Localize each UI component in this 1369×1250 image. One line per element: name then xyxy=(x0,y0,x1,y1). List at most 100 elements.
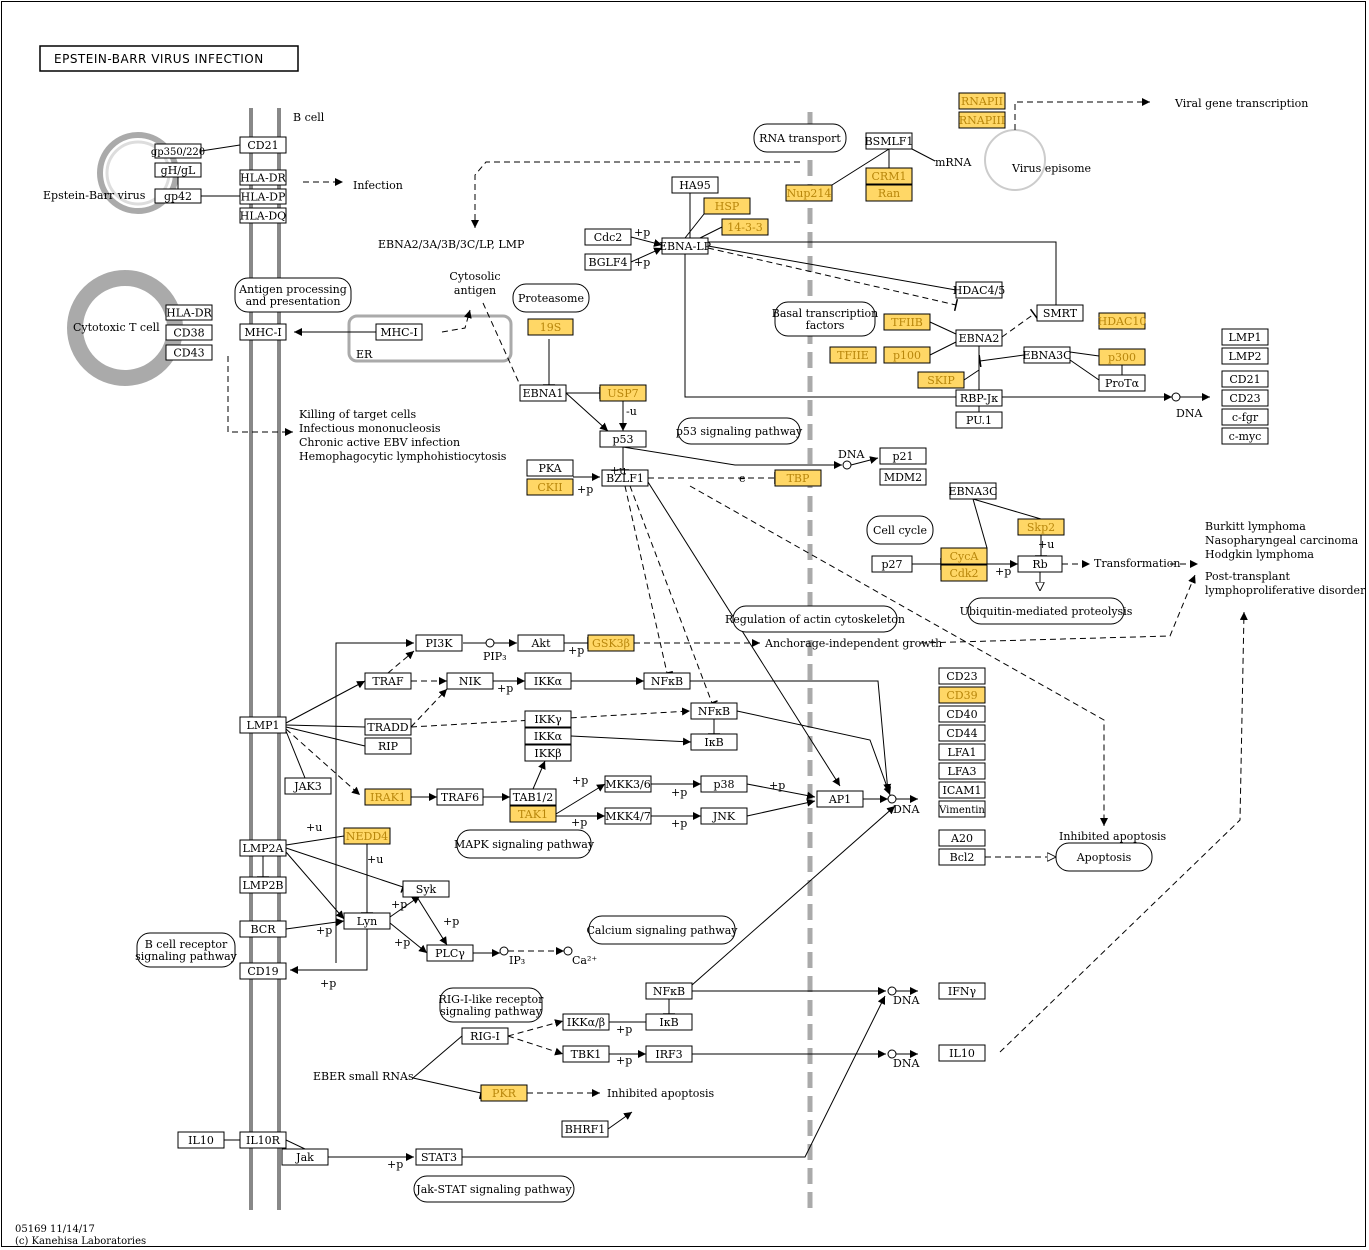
gene-node-bcr[interactable]: BCR xyxy=(239,920,287,938)
gene-node-lfa3[interactable]: LFA3 xyxy=(938,762,986,780)
gene-node-stat3[interactable]: STAT3 xyxy=(415,1148,463,1166)
gene-node-a20[interactable]: A20 xyxy=(938,829,986,847)
gene-node-ckii[interactable]: CKII xyxy=(526,478,574,496)
gene-node-mkk36[interactable]: MKK3/6 xyxy=(604,775,652,793)
gene-node-plcg[interactable]: PLCγ xyxy=(426,944,474,962)
gene-node-hladp[interactable]: HLA-DP xyxy=(239,188,287,205)
gene-node-tfiib[interactable]: TFIIB xyxy=(883,313,931,331)
gene-node-lmp1r[interactable]: LMP1 xyxy=(1221,328,1269,346)
gene-node-akt[interactable]: Akt xyxy=(517,634,565,652)
gene-node-ikkab[interactable]: IKKα/β xyxy=(562,1013,610,1031)
gene-node-nfkb3[interactable]: NFκB xyxy=(645,982,693,1000)
gene-node-p27[interactable]: p27 xyxy=(871,555,913,573)
pathway-link-apoptosis[interactable]: Apoptosis xyxy=(1055,842,1153,872)
gene-node-mkk47[interactable]: MKK4/7 xyxy=(604,807,652,825)
pathway-link-p53path[interactable]: p53 signaling pathway xyxy=(676,417,803,445)
gene-node-n19s[interactable]: 19S xyxy=(527,318,574,336)
gene-node-irak1[interactable]: IRAK1 xyxy=(364,788,412,806)
gene-node-vimentin[interactable]: Vimentin xyxy=(938,800,986,818)
gene-node-ikka2[interactable]: IKKα xyxy=(524,727,572,745)
pathway-link-ubiq[interactable]: Ubiquitin-mediated proteolysis xyxy=(960,597,1133,625)
gene-node-bglf4[interactable]: BGLF4 xyxy=(584,253,632,271)
gene-node-mhci2[interactable]: MHC-I xyxy=(375,323,423,341)
gene-node-rb[interactable]: Rb xyxy=(1017,555,1063,573)
gene-node-prota[interactable]: ProTα xyxy=(1098,374,1146,392)
gene-node-tradd[interactable]: TRADD xyxy=(364,718,412,736)
gene-node-tak1[interactable]: TAK1 xyxy=(509,805,557,823)
gene-node-p53[interactable]: p53 xyxy=(599,430,647,448)
gene-node-traf6[interactable]: TRAF6 xyxy=(436,788,484,806)
gene-node-ikkb[interactable]: IKKβ xyxy=(524,744,572,762)
gene-node-tbk1[interactable]: TBK1 xyxy=(562,1045,610,1063)
gene-node-rigi[interactable]: RIG-I xyxy=(461,1027,509,1045)
gene-node-mdm2[interactable]: MDM2 xyxy=(879,468,927,486)
gene-node-irf3[interactable]: IRF3 xyxy=(645,1045,693,1063)
gene-node-usp7[interactable]: USP7 xyxy=(599,384,647,402)
gene-node-n1433[interactable]: 14-3-3 xyxy=(721,218,769,236)
gene-node-hdac10[interactable]: HDAC10 xyxy=(1098,312,1147,330)
gene-node-nik[interactable]: NIK xyxy=(446,672,494,690)
gene-node-il10b[interactable]: IL10 xyxy=(938,1044,986,1062)
gene-node-rip[interactable]: RIP xyxy=(364,737,412,755)
gene-node-cmyc[interactable]: c-myc xyxy=(1221,427,1269,445)
gene-node-gp42[interactable]: gp42 xyxy=(154,188,202,204)
gene-node-rnapiii[interactable]: RNAPIII xyxy=(958,111,1006,129)
gene-node-ap1[interactable]: AP1 xyxy=(816,790,864,808)
gene-node-hladq[interactable]: HLA-DQ xyxy=(239,207,287,224)
gene-node-cd38[interactable]: CD38 xyxy=(165,324,213,341)
gene-node-tbp[interactable]: TBP xyxy=(774,469,822,487)
pathway-link-calcium[interactable]: Calcium signaling pathway xyxy=(587,915,739,945)
gene-node-pka[interactable]: PKA xyxy=(526,459,574,477)
gene-node-cd21r[interactable]: CD21 xyxy=(1221,370,1269,388)
gene-node-ran[interactable]: Ran xyxy=(865,184,913,202)
gene-node-bcl2[interactable]: Bcl2 xyxy=(938,848,986,866)
gene-node-jak[interactable]: Jak xyxy=(281,1148,329,1166)
gene-node-ikb2[interactable]: IκB xyxy=(645,1013,693,1031)
gene-node-skp2[interactable]: Skp2 xyxy=(1017,518,1065,536)
gene-node-lmp2r[interactable]: LMP2 xyxy=(1221,347,1269,365)
gene-node-ikka1[interactable]: IKKα xyxy=(524,672,572,690)
gene-node-lmp2b[interactable]: LMP2B xyxy=(239,876,287,894)
gene-node-cdk2[interactable]: Cdk2 xyxy=(940,564,988,582)
gene-node-nedd4[interactable]: NEDD4 xyxy=(343,827,391,845)
gene-node-rnapii[interactable]: RNAPII xyxy=(958,92,1006,110)
gene-node-pkr[interactable]: PKR xyxy=(480,1084,528,1102)
gene-node-smrt[interactable]: SMRT xyxy=(1036,304,1084,322)
pathway-link-jakstat[interactable]: Jak-STAT signaling pathway xyxy=(413,1175,575,1203)
gene-node-nfkb2[interactable]: NFκB xyxy=(690,702,738,720)
gene-node-crm1[interactable]: CRM1 xyxy=(865,167,913,185)
gene-node-jnk[interactable]: JNK xyxy=(700,807,748,825)
gene-node-cyca[interactable]: CycA xyxy=(940,547,988,565)
pathway-link-actin[interactable]: Regulation of actin cytoskeleton xyxy=(725,605,905,633)
gene-node-ikb1[interactable]: IκB xyxy=(690,733,738,751)
gene-node-bsmlf1[interactable]: BSMLF1 xyxy=(865,132,914,150)
pathway-link-cellcycle[interactable]: Cell cycle xyxy=(866,515,934,545)
gene-node-p100[interactable]: p100 xyxy=(883,346,931,364)
gene-node-tfiie[interactable]: TFIIE xyxy=(829,346,877,364)
pathway-link-mapk[interactable]: MAPK signaling pathway xyxy=(454,829,595,859)
gene-node-cd43[interactable]: CD43 xyxy=(165,344,213,361)
gene-node-ha95[interactable]: HA95 xyxy=(671,176,719,194)
gene-node-tab12[interactable]: TAB1/2 xyxy=(509,788,557,806)
gene-node-ebna1[interactable]: EBNA1 xyxy=(519,384,567,402)
gene-node-cdc2[interactable]: Cdc2 xyxy=(584,228,632,246)
gene-node-hdac45[interactable]: HDAC4/5 xyxy=(953,281,1005,299)
gene-node-cfgr[interactable]: c-fgr xyxy=(1221,408,1269,426)
gene-node-p300[interactable]: p300 xyxy=(1098,348,1146,366)
gene-node-cd19[interactable]: CD19 xyxy=(239,962,287,980)
gene-node-rbpjk[interactable]: RBP-Jκ xyxy=(955,389,1003,407)
gene-node-cd44[interactable]: CD44 xyxy=(938,724,986,742)
gene-node-mhci1[interactable]: MHC-I xyxy=(239,323,287,341)
gene-node-il10r[interactable]: IL10R xyxy=(239,1131,287,1149)
gene-node-ifng[interactable]: IFNγ xyxy=(938,982,986,1000)
gene-node-icam1[interactable]: ICAM1 xyxy=(938,781,986,799)
gene-node-cd23b[interactable]: CD23 xyxy=(938,667,986,685)
gene-node-lmp2a[interactable]: LMP2A xyxy=(239,839,287,857)
gene-node-pi3k[interactable]: PI3K xyxy=(415,634,463,652)
gene-node-gsk3b[interactable]: GSK3β xyxy=(587,634,635,652)
gene-node-hladr2[interactable]: HLA-DR xyxy=(165,304,213,321)
gene-node-ebnalp[interactable]: EBNA-LP xyxy=(659,237,712,255)
